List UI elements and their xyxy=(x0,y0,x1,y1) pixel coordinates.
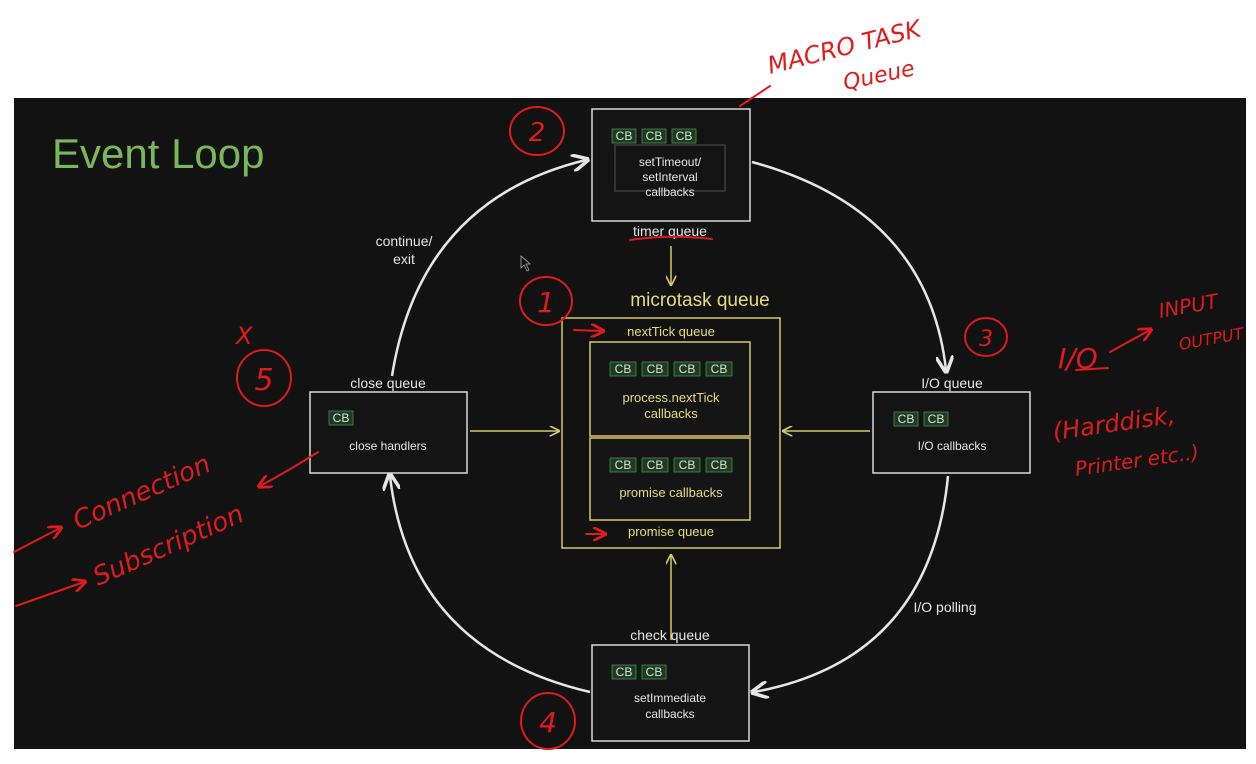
timer-cb-badges: CB CB CB xyxy=(611,128,697,144)
check-queue-box xyxy=(591,644,750,742)
cb-badge: CB xyxy=(616,129,633,143)
check-text-line1: setImmediate xyxy=(634,691,706,705)
loop-arrow-check-to-close xyxy=(390,476,591,694)
circle-num-3 xyxy=(964,317,1008,357)
timer-underline xyxy=(629,235,713,241)
handwritten-annotations xyxy=(13,85,1150,750)
io-underline xyxy=(1075,367,1109,371)
close-red-arrow xyxy=(260,451,319,486)
macro-pointer-line xyxy=(739,85,771,107)
timer-text-line1: setTimeout/ xyxy=(639,155,702,169)
nexttick-text-line1: process.nextTick xyxy=(622,390,720,405)
timer-inner-frame xyxy=(614,144,726,192)
close-queue-box xyxy=(309,391,468,474)
cb-badge: CB xyxy=(898,412,915,426)
io-abbr-annotation: I/O xyxy=(1058,342,1098,375)
microtask-queue-box xyxy=(561,317,781,549)
cb-badge: CB xyxy=(679,362,696,376)
check-queue-label: check queue xyxy=(630,627,710,643)
annotation-num-5: 5 xyxy=(254,363,273,398)
cb-badge: CB xyxy=(646,665,663,679)
nexttick-text-line2: callbacks xyxy=(644,406,698,421)
cb-badge: CB xyxy=(615,362,632,376)
cb-badge: CB xyxy=(676,129,693,143)
promise-box xyxy=(589,437,751,521)
macro-task-annotation-line2: Queue xyxy=(841,56,917,95)
loop-arrow-io-to-check xyxy=(754,475,950,692)
cb-badge: CB xyxy=(615,458,632,472)
cb-badge: CB xyxy=(616,665,633,679)
circle-num-5 xyxy=(236,349,292,407)
check-cb-badge xyxy=(641,664,667,680)
hardware-annotation-line2: Printer etc..) xyxy=(1073,440,1200,481)
microtask-title: microtask queue xyxy=(630,290,769,311)
cb-badge: CB xyxy=(647,458,664,472)
nexttick-cb-badges: CB CB CB CB xyxy=(609,361,733,377)
timer-text-line2: setInterval xyxy=(642,170,697,184)
circle-num-2 xyxy=(509,106,565,156)
timer-queue-label: timer queue xyxy=(633,223,707,239)
timer-text-line3: callbacks xyxy=(645,185,694,199)
cb-badge: CB xyxy=(679,458,696,472)
nexttick-queue-label: nextTick queue xyxy=(627,324,715,339)
promise-queue-label: promise queue xyxy=(628,524,714,539)
cb-badge: CB xyxy=(646,129,663,143)
nexttick-box xyxy=(589,341,751,437)
io-queue-label: I/O queue xyxy=(921,375,983,391)
io-input-annotation: INPUT xyxy=(1157,289,1222,323)
cb-badge: CB xyxy=(647,362,664,376)
continue-exit-line1: continue/ xyxy=(376,233,433,249)
circle-num-4 xyxy=(520,692,576,750)
close-queue-label: close queue xyxy=(350,375,426,391)
close-cb-badge xyxy=(328,410,354,426)
io-cb-badge xyxy=(923,411,949,427)
annotation-num-2: 2 xyxy=(529,118,546,148)
circle-num-1 xyxy=(519,276,573,326)
close-text: close handlers xyxy=(349,439,426,453)
io-red-arrow xyxy=(1109,330,1150,353)
check-cb-badge xyxy=(611,664,637,680)
check-text-line2: callbacks xyxy=(645,707,694,721)
annotation-num-3: 3 xyxy=(979,327,993,352)
io-cb-badge xyxy=(893,411,919,427)
io-text: I/O callbacks xyxy=(918,439,987,453)
subscription-red-arrow xyxy=(15,582,84,607)
io-output-annotation: OUTPUT xyxy=(1177,324,1246,354)
hardware-annotation-line1: (Harddisk, xyxy=(1051,401,1177,446)
loop-arrow-close-to-timer xyxy=(390,160,586,377)
cb-badge: CB xyxy=(928,412,945,426)
loop-arrow-timer-to-io xyxy=(751,160,946,370)
cb-badge: CB xyxy=(711,362,728,376)
promise-cb-badges: CB CB CB CB xyxy=(609,457,733,473)
io-queue-box xyxy=(872,391,1031,474)
annotation-num-4: 4 xyxy=(539,706,557,739)
annotation-num-1: 1 xyxy=(537,286,555,319)
io-polling-label: I/O polling xyxy=(913,599,976,615)
mouse-cursor-icon xyxy=(520,255,532,272)
timer-queue-box xyxy=(591,108,751,222)
connection-red-arrow xyxy=(13,528,60,553)
x-mark-annotation: X xyxy=(234,322,253,350)
cb-badge: CB xyxy=(711,458,728,472)
promise-text: promise callbacks xyxy=(619,485,723,500)
nexttick-red-arrow xyxy=(573,330,602,331)
continue-exit-line2: exit xyxy=(393,251,415,267)
cb-badge: CB xyxy=(333,411,350,425)
page-title: Event Loop xyxy=(52,130,265,177)
